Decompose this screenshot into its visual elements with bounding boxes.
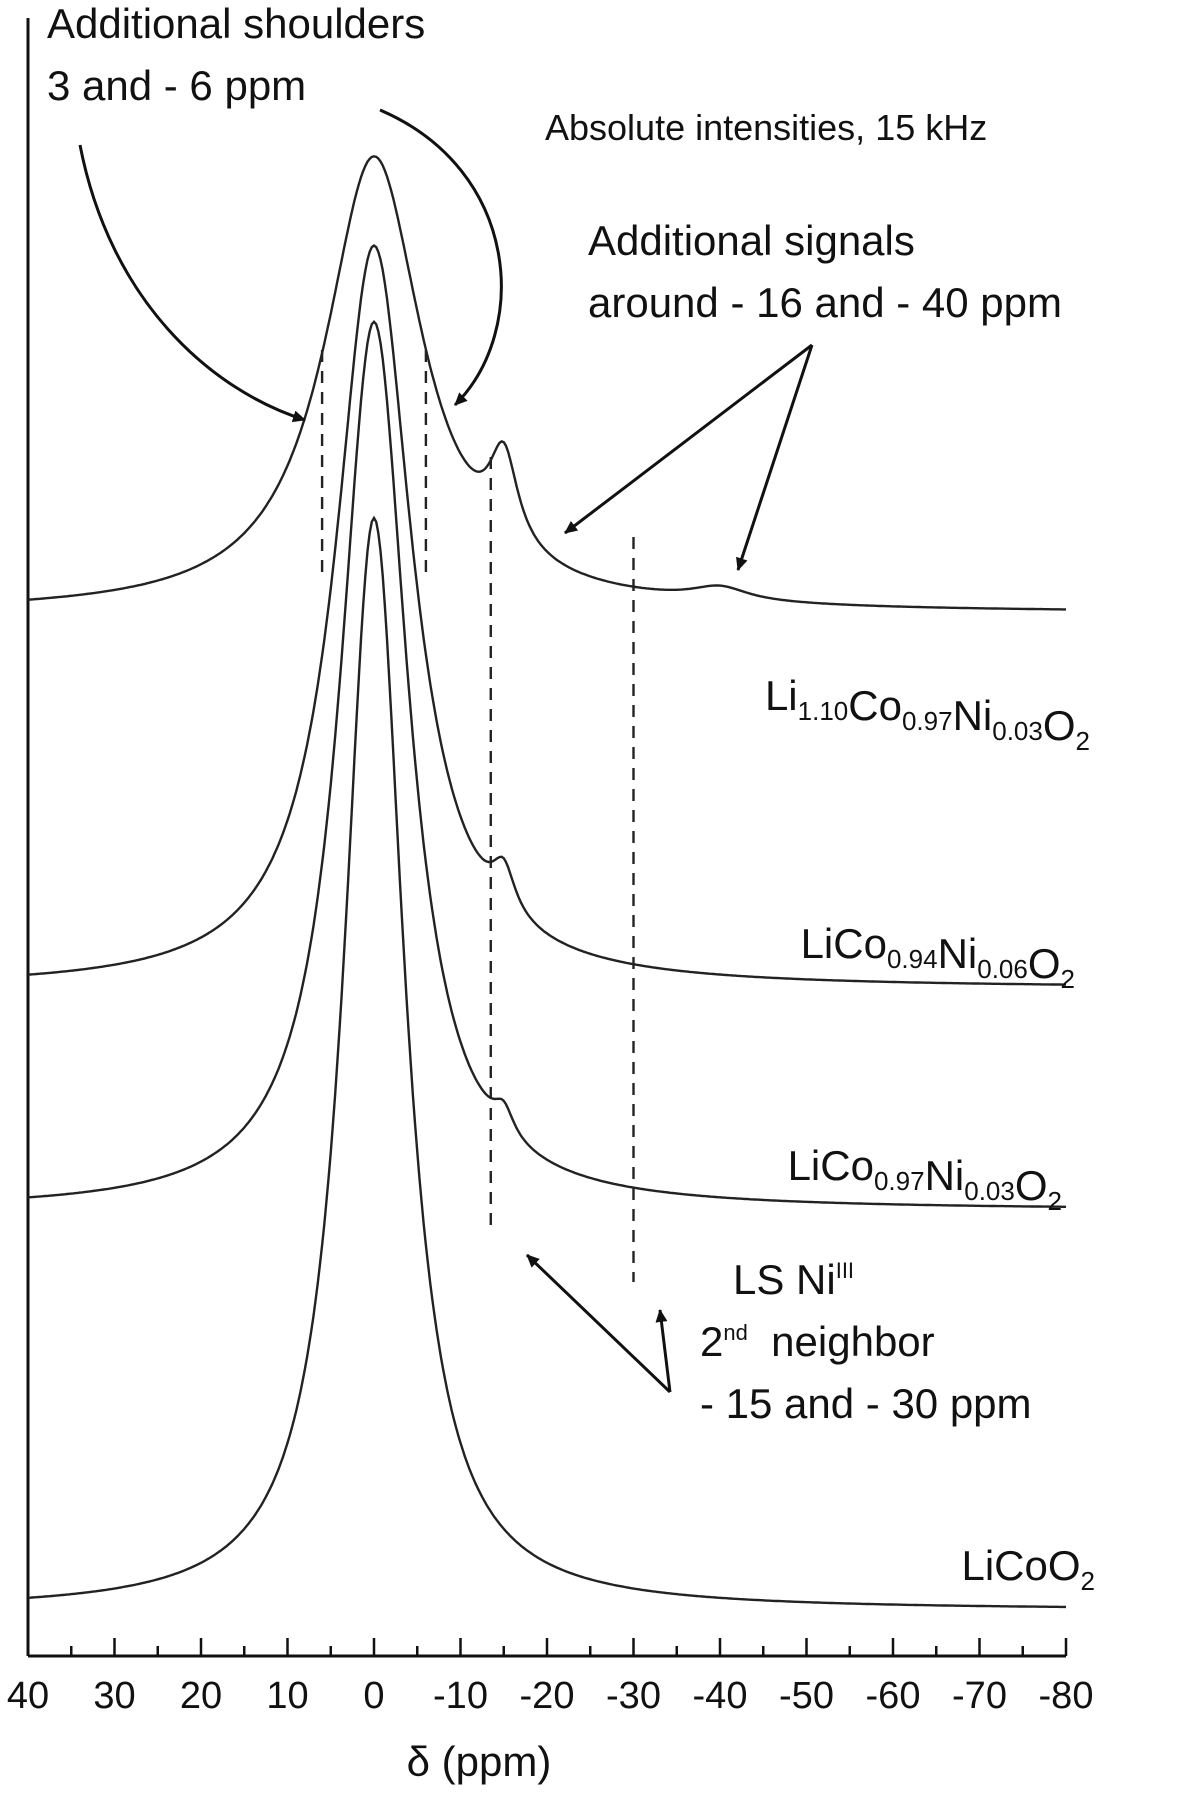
x-tick-label: 40: [7, 1675, 49, 1717]
spectrum-trace-1: [27, 155, 1066, 611]
x-tick-label: -60: [866, 1675, 921, 1717]
x-tick-label: -30: [606, 1675, 661, 1717]
x-tick-label: 10: [266, 1675, 308, 1717]
x-tick-label: -20: [520, 1675, 575, 1717]
series-label-4: LiCoO2: [961, 1542, 1095, 1596]
annotation-arrow-3: [564, 343, 813, 535]
annotation-2: Absolute intensities, 15 kHz: [545, 107, 987, 148]
x-tick-label: 20: [180, 1675, 222, 1717]
spectrum-trace-3: [27, 320, 1066, 1208]
x-tick-label: 30: [93, 1675, 135, 1717]
x-tick-label: 0: [363, 1675, 384, 1717]
annotation-arrow-1: [78, 144, 306, 423]
spectrum-trace-2: [27, 244, 1066, 986]
annotation-arrow-5: [525, 1253, 672, 1394]
spectra-traces: [27, 155, 1066, 1609]
x-tick-label: -50: [779, 1675, 834, 1717]
x-tick-label: -40: [693, 1675, 748, 1717]
x-axis-title: δ (ppm): [407, 1738, 552, 1785]
series-labels: Li1.10Co0.97Ni0.03O2LiCo0.94Ni0.06O2LiCo…: [765, 672, 1095, 1596]
annotation-arrow-4: [736, 344, 814, 571]
annotation-arrow-6: [655, 1309, 672, 1393]
x-tick-label: -80: [1039, 1675, 1094, 1717]
x-axis: 40 30 20 10 0 -10 -20 -30 -40 -50 -60 -70 -80: [7, 1638, 1094, 1717]
x-tick-label: -70: [952, 1675, 1007, 1717]
x-tick-label: -10: [433, 1675, 488, 1717]
series-label-2: LiCo0.94Ni0.06O2: [801, 920, 1075, 994]
annotation-arrow-2: [379, 108, 503, 407]
series-label-1: Li1.10Co0.97Ni0.03O2: [765, 672, 1090, 756]
annotation-arrows: [78, 108, 814, 1394]
series-label-3: LiCo0.97Ni0.03O2: [788, 1142, 1062, 1216]
spectrum-trace-4: [27, 515, 1066, 1609]
reference-dashed-lines: [320, 350, 635, 1282]
